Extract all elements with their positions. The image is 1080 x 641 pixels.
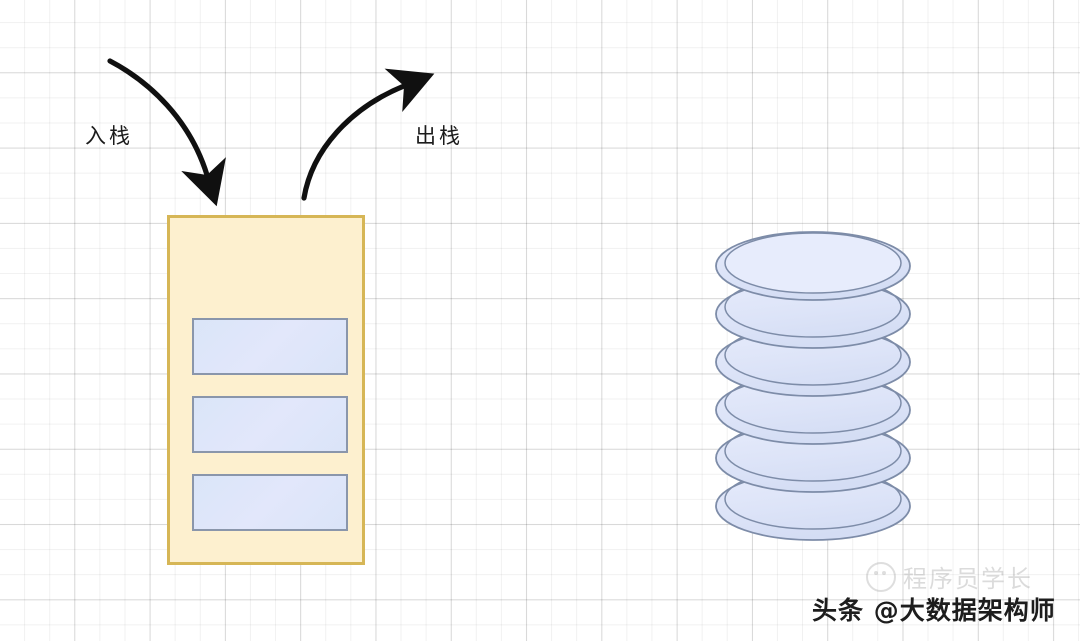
- stack-cell-top: [192, 318, 348, 375]
- stack-container: [167, 215, 365, 565]
- stack-cell-middle: [192, 396, 348, 453]
- plate-1: [715, 231, 911, 301]
- push-label: 入栈: [85, 124, 133, 148]
- faint-watermark: 程序员学长: [866, 559, 1033, 594]
- plate-4: [715, 372, 911, 445]
- faint-watermark-text: 程序员学长: [903, 565, 1033, 593]
- pop-arrow: [301, 68, 435, 201]
- push-arrow: [107, 58, 226, 207]
- plate-stack: [700, 218, 930, 543]
- main-watermark: 头条 @大数据架构师: [812, 596, 1056, 625]
- stack-cell-bottom: [192, 474, 348, 531]
- plate-stack-svg: [715, 231, 911, 541]
- wechat-icon: [866, 561, 896, 592]
- pop-label: 出栈: [415, 124, 463, 148]
